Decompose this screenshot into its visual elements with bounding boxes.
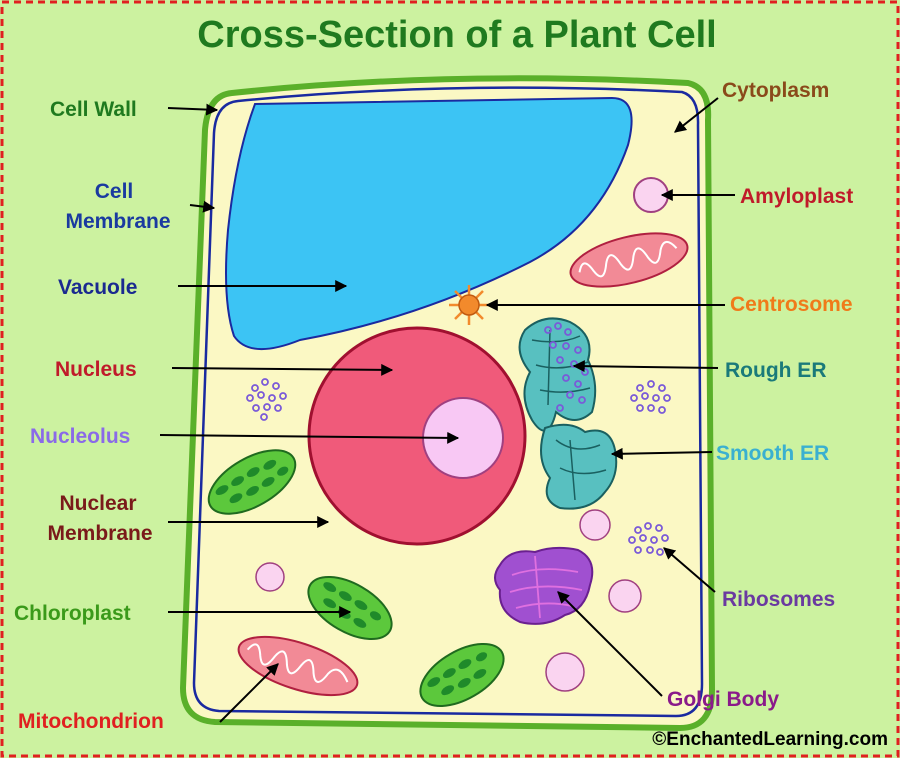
smooth-er-lines [555,439,607,501]
vesicle [579,509,611,541]
chloroplast-upper [207,449,297,515]
diagram-title: Cross-Section of a Plant Cell [197,14,716,56]
label-cell-wall: Cell Wall [50,98,137,121]
rough-er-lines [531,329,591,406]
vesicle [545,652,585,692]
arrow-smooth-er [610,447,713,460]
chloroplast-lower [419,643,505,707]
arrow-nucleolus [159,431,460,444]
centrosome [449,285,489,325]
leader-arrows [159,97,735,723]
label-smooth-er: Smooth ER [716,442,829,465]
ribosome-cluster-lower [628,522,669,556]
vesicle [255,562,285,592]
cell-membrane [192,86,704,718]
copyright-text: ©EnchantedLearning.com [652,729,888,750]
rough-er [518,317,597,432]
arrow-nucleus [171,363,394,376]
label-ribosomes: Ribosomes [722,588,835,611]
label-cell-membrane-2: Membrane [65,210,170,233]
mitochondrion-top [569,232,689,288]
arrow-golgi-body [557,591,663,697]
label-vacuole: Vacuole [58,276,137,299]
label-nucleolus: Nucleolus [30,425,130,448]
golgi-lines [509,555,583,619]
vesicle [608,579,642,613]
label-nucleus: Nucleus [55,358,137,381]
arrow-cell-wall [167,103,219,116]
arrow-cytoplasm [674,97,719,133]
label-centrosome: Centrosome [730,293,853,316]
label-amyloplast: Amyloplast [740,185,853,208]
ribosome-cluster-right [630,380,671,414]
arrow-mitochondrion [219,663,279,723]
label-cell-membrane-1: Cell [95,180,134,203]
label-rough-er: Rough ER [725,359,826,382]
label-chloroplast: Chloroplast [14,602,131,625]
mitochondrion-bottom [237,635,359,697]
arrow-cell-membrane [189,200,216,213]
label-mitochondrion: Mitochondrion [18,710,164,733]
label-nuclear-membrane-2: Membrane [47,522,152,545]
label-nuclear-membrane-1: Nuclear [59,492,136,515]
label-golgi-body: Golgi Body [667,688,779,711]
arrow-ribosomes [663,547,716,593]
arrow-rough-er [572,360,719,373]
label-cytoplasm: Cytoplasm [722,79,829,102]
ribosome-cluster-left [246,378,287,421]
